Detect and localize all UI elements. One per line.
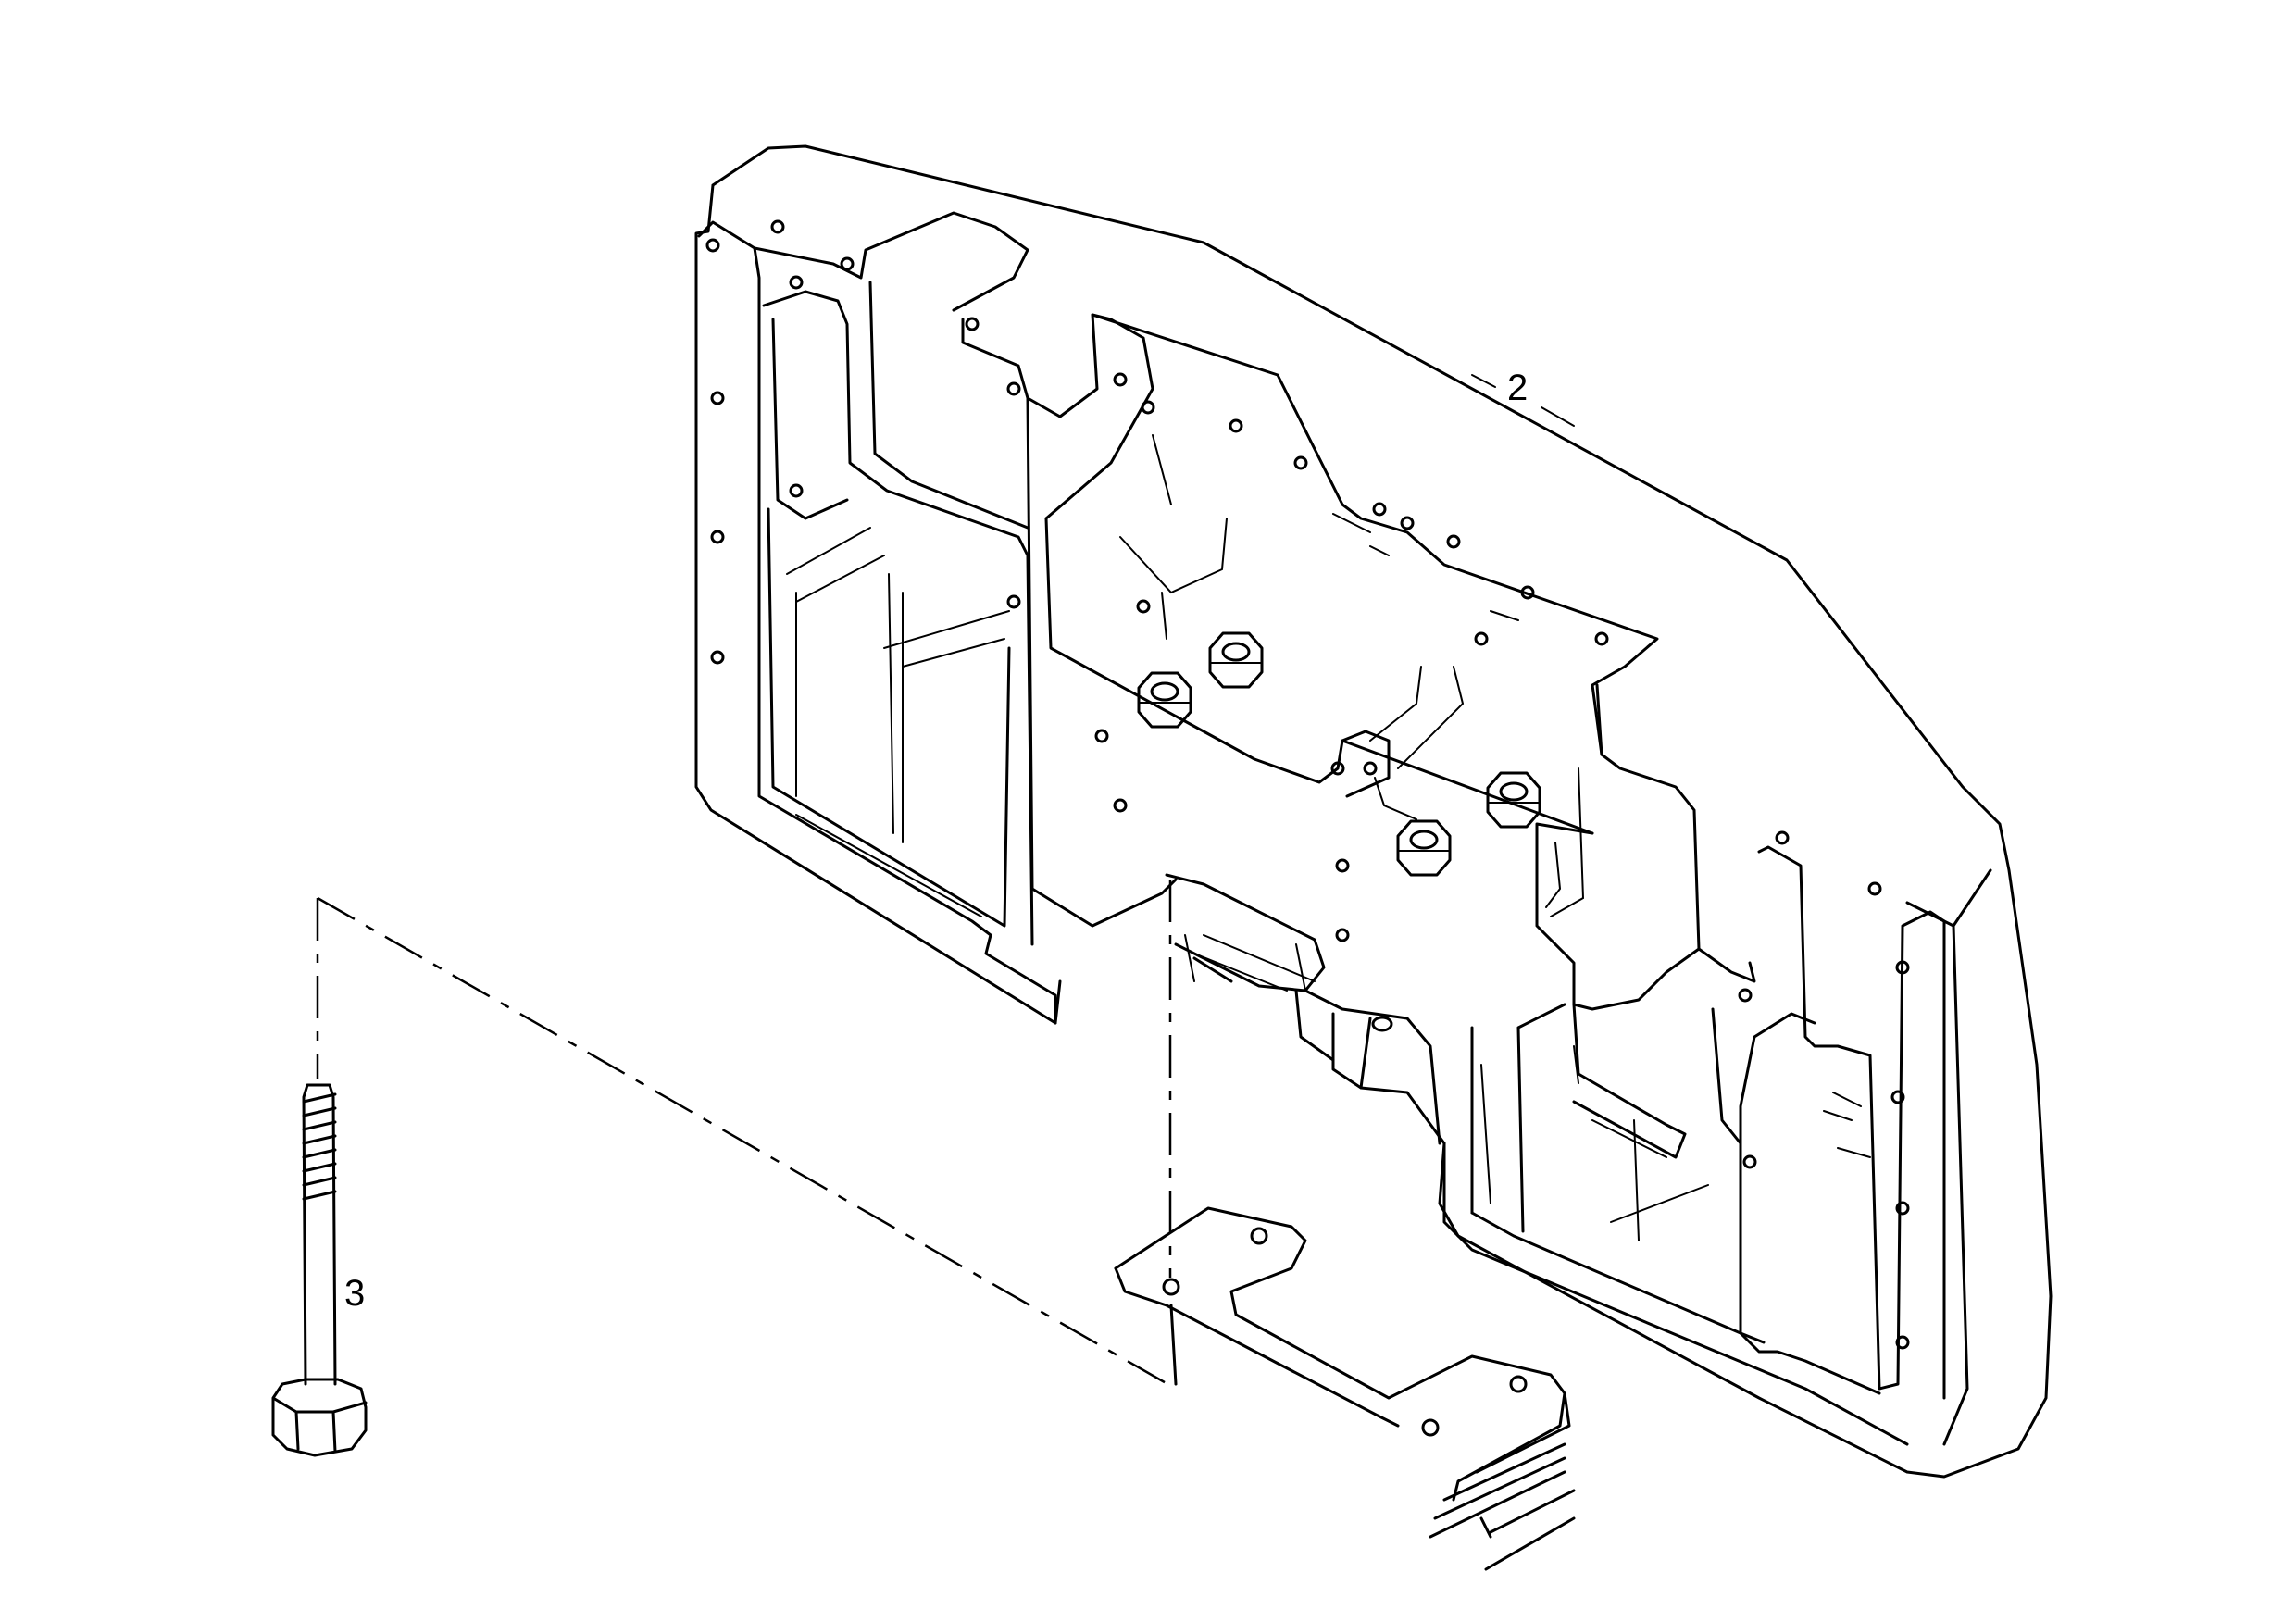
callouts: 2 3 [344,368,1575,1314]
hex-nut-3 [1396,819,1452,877]
callout-3-label: 3 [344,1273,365,1314]
weight-left-panel [697,220,1057,1025]
lower-left-pocket [767,507,1011,928]
hex-nut-4 [1486,771,1541,829]
assembly-lines [316,880,1177,1391]
mounting-plate-outline [1114,1206,1566,1502]
hex-nut-2 [1208,631,1264,689]
callout-2-leader [1471,374,1496,388]
bolt-thread [302,1092,337,1201]
bolt-holes [705,219,1910,1350]
bolt-to-plate-line [317,896,1177,1391]
bolt-hex-head [271,1378,368,1457]
bolt-shank [302,1083,337,1386]
ballast-weight [694,144,2053,1479]
callout-2-label: 2 [1507,368,1528,408]
upper-left-pocket [762,290,1034,946]
center-recess [961,313,1659,756]
bolt [271,1083,368,1457]
weight-outer-outline [694,144,2053,1479]
mounting-bracket-upper [1165,873,1326,992]
right-inner-frame [1535,753,1756,1011]
hex-nut-1 [1137,671,1192,729]
mounting-plate [1114,1206,1576,1571]
hex-nuts [1137,631,1541,877]
callout-2-leader-b [1541,406,1575,427]
right-lower-pocket [1711,1007,1881,1395]
